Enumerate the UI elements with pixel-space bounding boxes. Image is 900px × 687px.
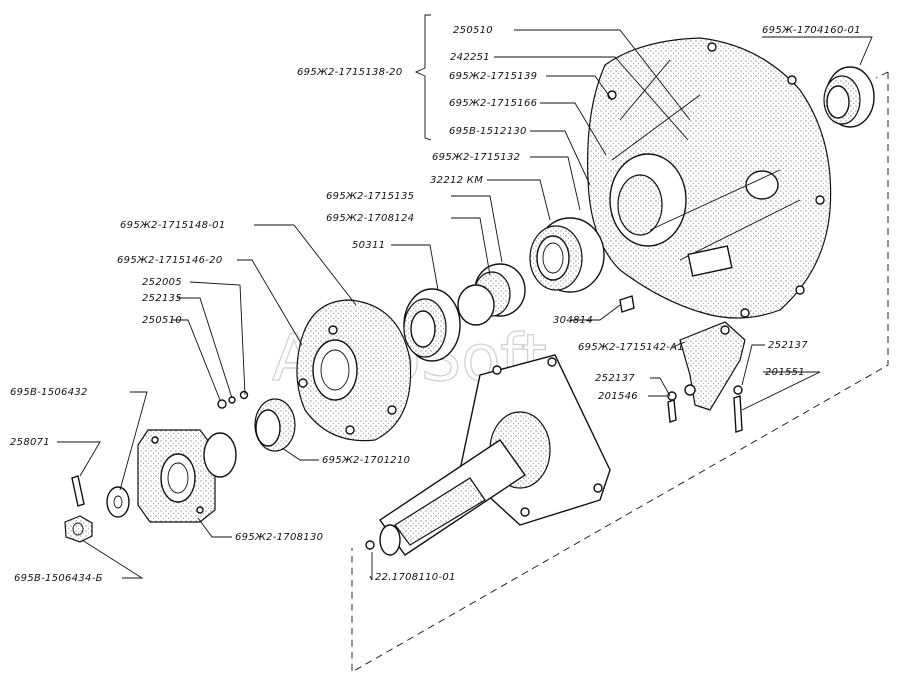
label-32212: 32212 КМ [430, 175, 483, 186]
label-1715146: 695Ж2-1715146-20 [117, 255, 223, 266]
label-250510-left: 250510 [142, 315, 182, 326]
leader-lines [57, 14, 873, 581]
label-252135: 252135 [142, 293, 182, 304]
bearing-ring-1704160 [823, 66, 875, 128]
label-1512130: 695В-1512130 [449, 126, 527, 137]
label-242251: 242251 [450, 52, 490, 63]
washer-1506432 [106, 486, 130, 518]
bearing-cover-1715148 [296, 299, 412, 442]
sleeve-1708124 [457, 263, 526, 326]
label-1708130: 695Ж2-1708130 [235, 532, 323, 543]
label-1704160: 695Ж-1704160-01 [762, 25, 861, 36]
breather-304814 [619, 295, 635, 313]
label-1715132: 695Ж2-1715132 [432, 152, 520, 163]
label-1715139: 695Ж2-1715139 [449, 71, 537, 82]
bolt-201551 [733, 385, 743, 433]
bolt-201546 [667, 391, 677, 423]
label-252137-left: 252137 [595, 373, 635, 384]
assembly-axis [351, 71, 889, 673]
nut-1506434 [64, 515, 93, 543]
label-1708124: 695Ж2-1708124 [326, 213, 414, 224]
label-252137-right: 252137 [768, 340, 808, 351]
bearing-32212 [529, 217, 605, 293]
label-1715138: 695Ж2-1715138-20 [297, 67, 403, 78]
label-50311: 50311 [352, 240, 385, 251]
label-252005: 252005 [142, 277, 182, 288]
seal-1701210 [254, 398, 296, 452]
label-1715135: 695Ж2-1715135 [326, 191, 414, 202]
shaft-plate-1708110 [365, 354, 611, 556]
label-1506434: 695В-1506434-Б [14, 573, 103, 584]
label-1715142: 695Ж2-1715142-А1 [578, 342, 684, 353]
label-304814: 304814 [553, 315, 593, 326]
label-1715148: 695Ж2-1715148-01 [120, 220, 226, 231]
flange-1708130 [137, 429, 237, 523]
bracket-1715142 [679, 321, 746, 411]
label-1715166: 695Ж2-1715166 [449, 98, 537, 109]
cotter-pin-258071 [71, 475, 85, 507]
part-labels: 250510 242251 695Ж2-1715139 695Ж2-171516… [10, 25, 861, 584]
bearing-50311 [403, 288, 461, 362]
label-1701210: 695Ж2-1701210 [322, 455, 410, 466]
label-250510-top: 250510 [453, 25, 493, 36]
clutch-housing [587, 37, 832, 319]
label-1708110: 22.1708110-01 [375, 572, 456, 583]
label-1506432: 695В-1506432 [10, 387, 88, 398]
label-258071: 258071 [10, 437, 50, 448]
label-201551: 201551 [765, 367, 805, 378]
small-fasteners-left [217, 390, 249, 409]
label-201546: 201546 [598, 391, 638, 402]
